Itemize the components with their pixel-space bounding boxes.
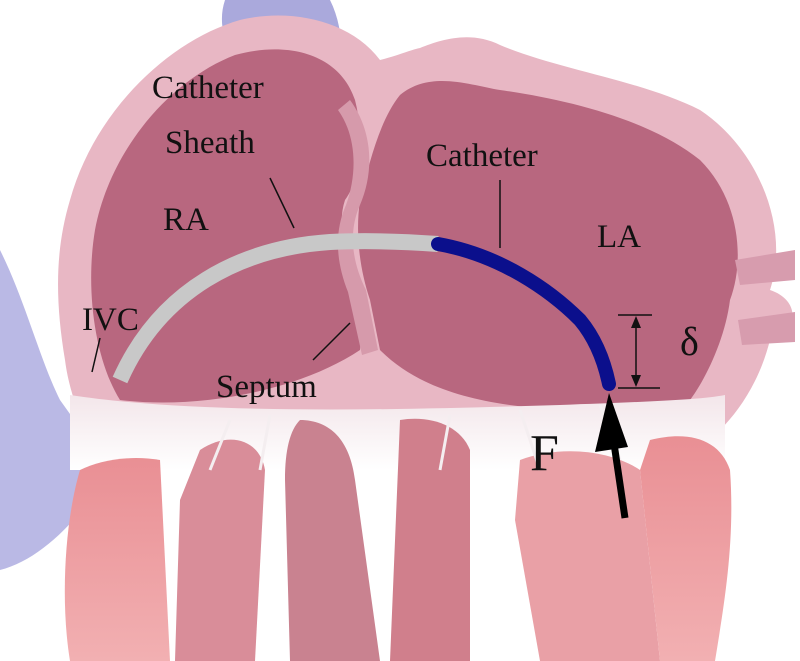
label-delta: δ [680,319,699,364]
label-ivc: IVC [82,302,139,338]
label-catheter: Catheter [426,138,538,174]
label-force: F [530,425,559,482]
papillary-columns [390,419,470,661]
label-catheter-sheath-line1: Catheter [152,70,264,106]
ventricle-right [515,451,660,661]
label-catheter-sheath-line2: Sheath [165,125,255,161]
label-left-atrium: LA [597,219,641,255]
label-septum: Septum [216,369,317,405]
label-right-atrium: RA [163,202,209,238]
ventricle-left-wall [65,458,170,661]
ventricle-mid [175,440,265,661]
